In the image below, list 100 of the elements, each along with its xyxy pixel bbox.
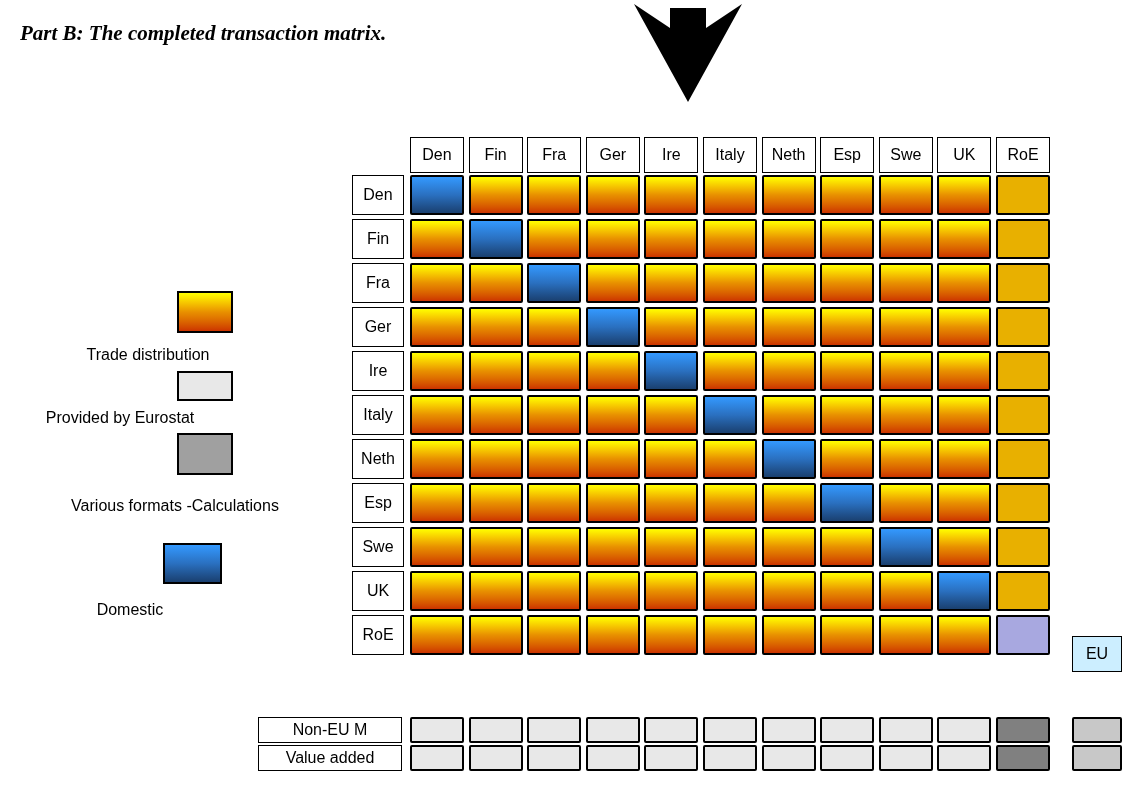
matrix-cell	[878, 717, 933, 743]
matrix-cell	[468, 483, 523, 523]
matrix-cell	[644, 615, 699, 655]
legend-label: Provided by Eurostat	[45, 408, 195, 428]
matrix-cell	[878, 175, 933, 215]
matrix-cell	[703, 571, 757, 611]
column-header: Swe	[878, 137, 933, 173]
column-header: Fra	[527, 137, 582, 173]
matrix-cell	[820, 439, 875, 479]
matrix-cell	[468, 175, 523, 215]
matrix-cell	[410, 307, 464, 347]
matrix-cell	[585, 745, 640, 771]
matrix-cell	[937, 219, 992, 259]
matrix-cell	[878, 307, 933, 347]
matrix-cell	[644, 219, 699, 259]
matrix-cell	[468, 307, 523, 347]
matrix-cell	[644, 439, 699, 479]
matrix-cell	[468, 717, 523, 743]
matrix-cell	[820, 745, 875, 771]
matrix-cell	[703, 263, 757, 303]
matrix-cell	[820, 351, 875, 391]
matrix-cell	[468, 615, 523, 655]
matrix-cell	[937, 307, 992, 347]
matrix-cell	[644, 263, 699, 303]
matrix-cell	[585, 483, 640, 523]
row-header: Esp	[352, 483, 404, 523]
matrix-cell	[820, 263, 875, 303]
matrix-cell	[937, 717, 992, 743]
matrix-cell	[878, 615, 933, 655]
matrix-cell	[937, 439, 992, 479]
matrix-cell	[761, 307, 816, 347]
matrix-cell	[527, 483, 582, 523]
matrix-cell	[878, 745, 933, 771]
matrix-cell	[761, 219, 816, 259]
matrix-cell	[761, 615, 816, 655]
matrix-cell	[527, 175, 582, 215]
column-header: RoE	[996, 137, 1050, 173]
matrix-cell	[820, 615, 875, 655]
matrix-cell	[820, 219, 875, 259]
matrix-cell	[996, 175, 1050, 215]
matrix-cell	[996, 717, 1050, 743]
row-header: Den	[352, 175, 404, 215]
matrix-cell	[410, 615, 464, 655]
matrix-cell	[878, 263, 933, 303]
matrix-cell	[468, 263, 523, 303]
matrix-cell	[820, 483, 875, 523]
row-header: UK	[352, 571, 404, 611]
matrix-cell	[585, 263, 640, 303]
matrix-cell	[1072, 717, 1122, 743]
matrix-cell	[527, 307, 582, 347]
column-header: Italy	[703, 137, 757, 173]
matrix-cell	[820, 307, 875, 347]
matrix-cell	[410, 263, 464, 303]
row-header: Swe	[352, 527, 404, 567]
legend-label: Various formats -Calculations	[71, 496, 279, 516]
matrix-cell	[703, 527, 757, 567]
row-header: Ire	[352, 351, 404, 391]
matrix-cell	[644, 527, 699, 567]
matrix-cell	[761, 717, 816, 743]
legend-label: Domestic	[96, 600, 164, 620]
matrix-cell	[644, 395, 699, 435]
matrix-cell	[761, 439, 816, 479]
column-header: Fin	[468, 137, 523, 173]
matrix-cell	[410, 395, 464, 435]
matrix-cell	[703, 717, 757, 743]
legend-label: Trade distribution	[86, 345, 210, 365]
matrix-cell	[585, 307, 640, 347]
matrix-cell	[937, 571, 992, 611]
matrix-cell	[468, 745, 523, 771]
matrix-cell	[410, 571, 464, 611]
matrix-cell	[410, 717, 464, 743]
matrix-cell	[527, 219, 582, 259]
matrix-cell	[527, 351, 582, 391]
row-header: Fra	[352, 263, 404, 303]
matrix-cell	[644, 351, 699, 391]
matrix-cell	[878, 439, 933, 479]
matrix-cell	[703, 175, 757, 215]
matrix-cell	[937, 395, 992, 435]
column-header: Neth	[761, 137, 816, 173]
column-header: UK	[937, 137, 992, 173]
matrix-cell	[996, 571, 1050, 611]
matrix-cell	[703, 351, 757, 391]
matrix-cell	[937, 527, 992, 567]
matrix-cell	[468, 527, 523, 567]
matrix-cell	[644, 483, 699, 523]
matrix-cell	[527, 527, 582, 567]
matrix-cell	[761, 745, 816, 771]
column-header: Esp	[820, 137, 875, 173]
matrix-cell	[1072, 745, 1122, 771]
row-header: Neth	[352, 439, 404, 479]
matrix-cell	[410, 351, 464, 391]
row-header: Fin	[352, 219, 404, 259]
matrix-cell	[585, 717, 640, 743]
matrix-cell	[410, 175, 464, 215]
title: Part B: The completed transaction matrix.	[20, 20, 387, 47]
matrix-cell	[761, 483, 816, 523]
matrix-cell	[527, 395, 582, 435]
matrix-cell	[585, 395, 640, 435]
matrix-cell	[878, 483, 933, 523]
matrix-cell	[937, 175, 992, 215]
